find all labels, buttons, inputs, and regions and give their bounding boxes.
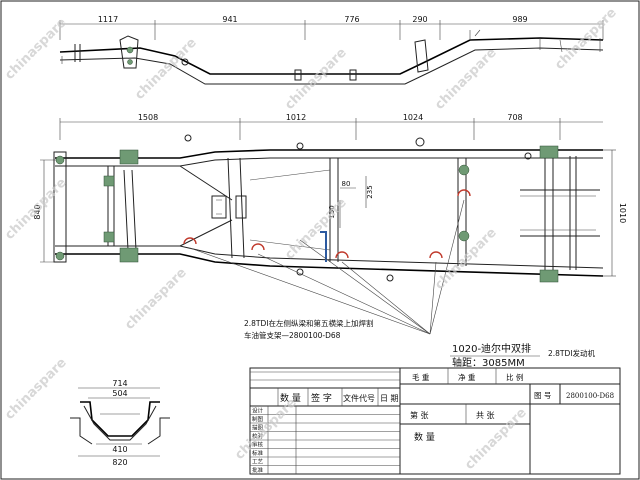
watermark: chinaspare <box>232 395 300 463</box>
section-dim-714: 714 <box>112 379 127 388</box>
label-drawing-no: 图 号 <box>534 391 551 400</box>
label-quantity: 数 量 <box>414 431 435 443</box>
header-quantity: 数 量 <box>280 392 301 404</box>
row-review: 审核 <box>252 441 264 449</box>
row-design: 设计 <box>252 407 264 415</box>
label-scale: 比 例 <box>506 372 523 382</box>
watermark: chinaspare <box>462 405 530 473</box>
label-sheet: 第 张 <box>410 410 429 420</box>
left-width-dim: 840 <box>33 204 42 219</box>
top-dim-1: 1508 <box>138 113 158 122</box>
section-view: 714 504 410 820 <box>70 379 170 467</box>
row-tracing: 描图 <box>252 424 264 432</box>
weld-note-line1: 2.8TDI在左侧纵梁和第五横梁上加焊割 <box>244 318 374 328</box>
watermark: chinaspare <box>282 45 350 113</box>
row-standard: 标准 <box>252 449 264 457</box>
right-width-dim: 1010 <box>618 203 627 223</box>
side-dim-2: 941 <box>222 15 237 24</box>
watermark: chinaspare <box>2 175 70 243</box>
side-dim-3: 776 <box>344 15 359 24</box>
title-block: 毛 重 净 重 比 例 图 号 2800100-D68 第 张 共 张 数 量 … <box>249 367 621 475</box>
side-dim-5: 989 <box>512 15 527 24</box>
inner-dim-235: 235 <box>366 185 374 198</box>
top-dim-2: 1012 <box>286 113 306 122</box>
label-net-weight: 净 重 <box>458 372 476 382</box>
header-signature: 签 字 <box>311 392 332 404</box>
front-bracket-top <box>119 149 139 165</box>
watermark: chinaspare <box>2 355 70 423</box>
drawing-number: 2800100-D68 <box>566 392 614 400</box>
section-dim-410: 410 <box>112 445 127 454</box>
section-dim-820: 820 <box>112 458 127 467</box>
weld-note-line2: 车油管支架—2800100-D68 <box>244 330 341 340</box>
inner-dim-150: 150 <box>328 205 336 218</box>
row-approve: 批准 <box>252 466 264 474</box>
side-view: 1117 941 776 290 989 <box>59 15 604 85</box>
row-process: 工艺 <box>252 459 264 466</box>
wheelbase: 轴距：3085MM <box>452 356 525 369</box>
section-dim-504: 504 <box>112 389 127 398</box>
watermark: chinaspare <box>122 265 190 333</box>
label-gross-weight: 毛 重 <box>412 372 430 382</box>
inner-dim-80: 80 <box>342 180 351 188</box>
watermark: chinaspare <box>2 15 70 83</box>
watermark: chinaspare <box>432 45 500 113</box>
label-total: 共 张 <box>476 411 495 420</box>
row-check: 校对 <box>252 432 264 440</box>
row-drafting: 制图 <box>252 415 264 423</box>
leader-lines <box>189 199 465 335</box>
engine-note: 2.8TDI发动机 <box>548 348 595 358</box>
header-date: 日 期 <box>380 394 399 403</box>
watermark: chinaspare <box>132 35 200 103</box>
top-dim-3: 1024 <box>403 113 423 122</box>
top-dim-4: 708 <box>507 113 522 122</box>
weld-points <box>183 189 471 259</box>
model-name: 1020-迪尔中双排 <box>452 342 531 355</box>
side-dim-4: 290 <box>412 15 427 24</box>
front-bracket-bottom <box>119 247 139 263</box>
side-dim-1: 1117 <box>98 15 118 24</box>
top-view: 1508 1012 1024 708 840 1010 <box>33 113 627 335</box>
header-doc-code: 文件代号 <box>343 393 375 403</box>
